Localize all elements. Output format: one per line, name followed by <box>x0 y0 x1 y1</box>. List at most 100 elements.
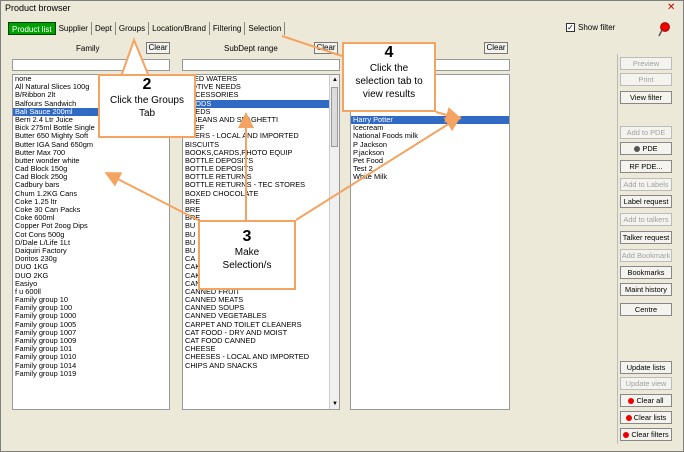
scroll-down-icon[interactable]: ▼ <box>332 401 338 407</box>
list-item[interactable]: CAT FOOD CANNED <box>185 336 256 345</box>
list-item[interactable]: Family group 1000 <box>15 311 77 321</box>
list-item[interactable]: CAKES <box>183 263 339 271</box>
list-item[interactable]: Coke 1.25 ltr <box>15 196 57 206</box>
sidebar-button-update-view[interactable]: Update view <box>620 377 672 390</box>
list-item[interactable]: ACCESSORIES <box>185 90 239 100</box>
subdept-clear-button[interactable]: Clear <box>314 42 338 54</box>
list-item[interactable]: All Natural Slices 100g <box>15 82 90 92</box>
sidebar-button-talker-request[interactable]: Talker request <box>620 231 672 244</box>
tab-selection[interactable]: Selection <box>245 22 286 35</box>
sidebar-button-view-filter[interactable]: View filter <box>620 91 672 104</box>
sidebar-button-pde[interactable]: PDE <box>620 142 672 155</box>
list-item[interactable]: BOTTLE DEPOSITS <box>185 155 254 165</box>
list-item[interactable]: CHEESES - LOCAL AND IMPORTED <box>185 352 310 362</box>
family-clear-button[interactable]: Clear <box>146 42 170 54</box>
list-item[interactable]: Daiquiri Factory <box>15 245 67 255</box>
list-item[interactable]: FOODS <box>183 99 339 108</box>
close-icon[interactable]: ✕ <box>667 2 676 13</box>
list-item[interactable]: Family group 1010 <box>15 352 77 362</box>
list-item[interactable]: BU <box>185 221 196 231</box>
sidebar-button-clear-lists[interactable]: Clear lists <box>620 411 672 424</box>
list-item[interactable]: BU <box>185 245 196 255</box>
list-item[interactable]: f u 600ll <box>15 286 41 296</box>
sidebar-button-clear-all[interactable]: Clear all <box>620 394 672 407</box>
list-item[interactable]: Bali Sauce 200ml <box>13 107 169 116</box>
list-item[interactable]: BRE <box>185 196 201 206</box>
list-item[interactable]: Chum 1.2KG Cans <box>15 188 78 198</box>
sidebar-button-maint-history[interactable]: Maint history <box>620 283 672 296</box>
list-item[interactable]: Butter Max 700 <box>15 147 66 157</box>
list-item[interactable]: BOTTLE RETURNS <box>185 172 252 182</box>
tab-groups[interactable]: Groups <box>116 22 150 35</box>
tab-dept[interactable]: Dept <box>92 22 116 35</box>
list-item[interactable]: B/Ribbon 2lt <box>15 90 56 100</box>
sidebar-button-add-to-labels[interactable]: Add to Labels <box>620 178 672 191</box>
list-item[interactable]: Family group 1005 <box>15 319 77 329</box>
list-item[interactable]: Cadbury bars <box>15 180 60 190</box>
list-item[interactable]: Coke 30 Can Packs <box>15 205 81 214</box>
sidebar-button-bookmarks[interactable]: Bookmarks <box>620 266 672 279</box>
sidebar-button-preview[interactable]: Preview <box>620 57 672 70</box>
tab-filtering[interactable]: Filtering <box>210 22 246 35</box>
subdept-filter-input[interactable] <box>182 59 340 71</box>
list-item[interactable]: BOXED CHOCOLATE <box>185 188 259 198</box>
list-item[interactable]: Bick 275ml Bottle Single <box>15 123 95 133</box>
subdept-scrollbar[interactable]: ▲ ▼ <box>329 75 339 409</box>
list-item[interactable]: CANNED VEGETABLES <box>185 311 267 321</box>
scroll-up-icon[interactable]: ▲ <box>332 77 338 83</box>
sidebar-button-update-lists[interactable]: Update lists <box>620 361 672 374</box>
list-item[interactable]: Coke 600ml <box>15 213 55 223</box>
list-item[interactable]: Berri 2.4 Ltr Juice <box>15 114 73 124</box>
show-filter-checkbox[interactable]: ✓ <box>566 23 575 32</box>
list-item[interactable]: NEEDS <box>185 106 211 116</box>
third-clear-button[interactable]: Clear <box>484 42 508 54</box>
list-item[interactable]: Cad Block 150g <box>15 164 68 174</box>
list-item[interactable]: Doritos 230g <box>15 254 57 264</box>
sidebar-button-rf-pde[interactable]: RF PDE... <box>620 160 672 173</box>
list-item[interactable]: CARPET AND TOILET CLEANERS <box>185 319 302 329</box>
list-item[interactable]: BISCUITS <box>185 139 220 149</box>
list-item[interactable]: none <box>15 74 32 83</box>
sidebar-button-centre[interactable]: Centre <box>620 303 672 316</box>
list-item[interactable]: CANNED FRUIT <box>185 286 241 296</box>
list-item[interactable]: CA <box>185 254 196 264</box>
list-item[interactable]: butter wonder white <box>15 155 80 165</box>
list-item[interactable]: Balfours Sandwich <box>15 98 77 108</box>
list-item[interactable]: BU <box>185 237 196 247</box>
list-item[interactable]: Family group 1014 <box>15 360 77 370</box>
sidebar-button-label-request[interactable]: Label request <box>620 195 672 208</box>
tab-product-list[interactable]: Product list <box>8 22 56 35</box>
list-item[interactable]: D BEANS AND SPAGHETTI <box>185 114 279 124</box>
list-item[interactable]: CHIPS AND SNACKS <box>185 360 258 370</box>
list-item[interactable]: Family group 1007 <box>15 327 77 337</box>
list-item[interactable]: Family group 10 <box>15 295 68 305</box>
list-item[interactable]: ATED WATERS <box>185 74 238 83</box>
list-item[interactable]: DUO 2KG <box>15 270 49 280</box>
list-item[interactable]: BU <box>185 229 196 239</box>
show-filter-toggle[interactable]: ✓ Show filter <box>566 23 615 32</box>
tab-location-brand[interactable]: Location/Brand <box>149 22 210 35</box>
list-item[interactable]: Pet Food <box>353 155 383 165</box>
list-item[interactable]: MOTIVE NEEDS <box>185 82 241 92</box>
pushpin-icon[interactable] <box>657 22 671 38</box>
list-item[interactable]: CANNED SOUPS <box>185 303 245 313</box>
list-item[interactable]: CHEESE <box>185 344 216 354</box>
list-item[interactable]: D/Dale L/Life 1Lt <box>15 237 71 247</box>
sidebar-button-clear-filters[interactable]: Clear filters <box>620 428 672 441</box>
family-filter-input[interactable] <box>12 59 170 71</box>
sidebar-button-add-bookmark[interactable]: Add Bookmark <box>620 249 672 262</box>
list-item[interactable]: BRE <box>185 205 201 214</box>
list-item[interactable]: CANNED MEATS <box>185 295 244 305</box>
list-item[interactable]: Family group 100 <box>15 303 73 313</box>
scroll-thumb[interactable] <box>331 87 338 147</box>
list-item[interactable]: BOTTLE DEPOSITS <box>185 164 254 174</box>
list-item[interactable]: Family group 1019 <box>15 368 77 378</box>
tab-supplier[interactable]: Supplier <box>56 22 92 35</box>
list-item[interactable]: BEERS - LOCAL AND IMPORTED <box>185 131 299 141</box>
list-item[interactable]: BOOKS,CARDS,PHOTO EQUIP <box>185 147 293 157</box>
list-item[interactable]: Cot Cons 500g <box>15 229 65 239</box>
list-item[interactable]: Family group 101 <box>15 344 73 354</box>
list-item[interactable]: Family group 1009 <box>15 336 77 345</box>
list-item[interactable]: White Milk <box>353 172 388 182</box>
